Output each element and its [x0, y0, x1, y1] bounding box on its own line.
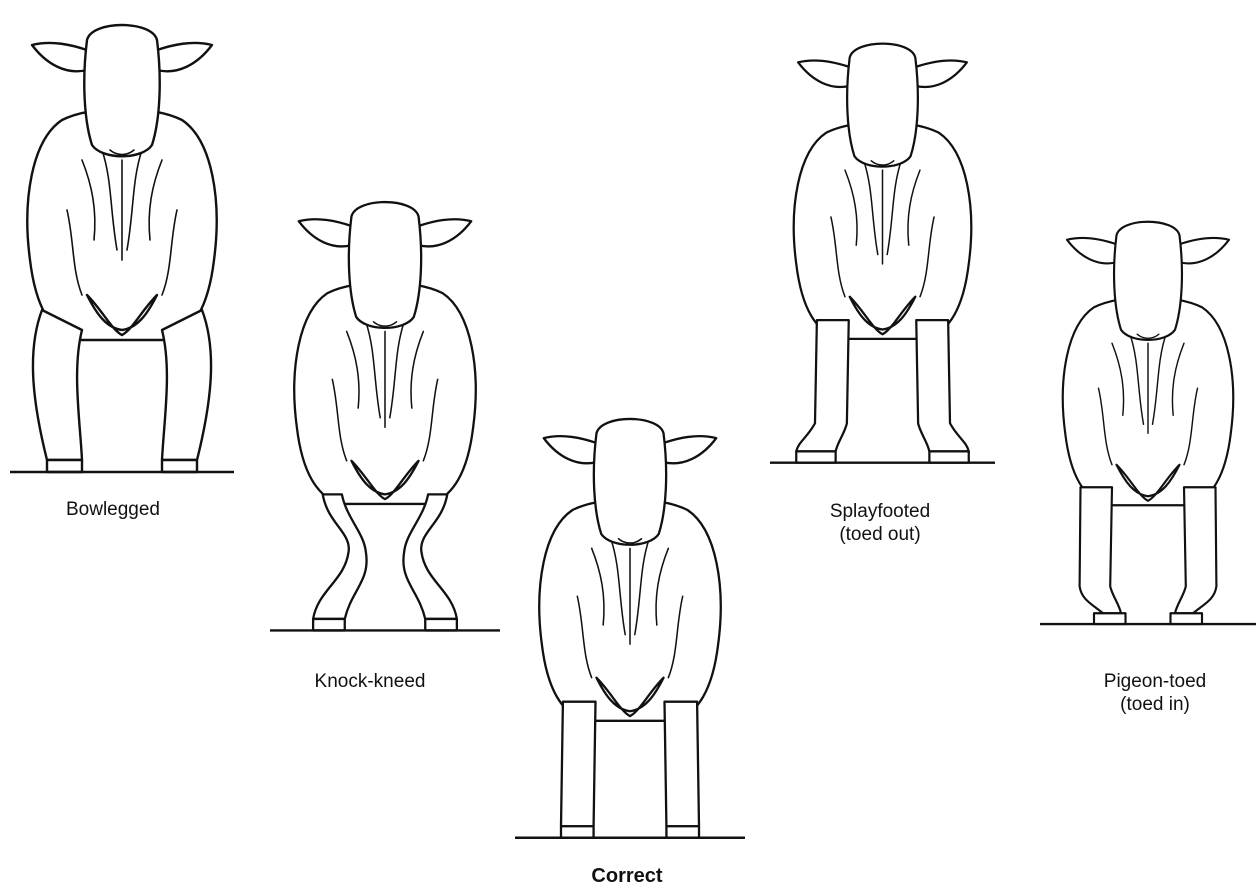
caption-splayfooted: Splayfooted: [800, 500, 960, 523]
lamb-bowlegged-illustration: [2, 10, 242, 480]
lamb-knock-kneed-illustration: [270, 178, 500, 643]
caption-pigeon-toed-note: (toed in): [1075, 693, 1235, 716]
caption-pigeon-toed: Pigeon-toed: [1075, 670, 1235, 693]
lamb-splayfooted-illustration: [770, 15, 995, 480]
caption-knock-kneed: Knock-kneed: [295, 670, 445, 693]
caption-splayfooted-note: (toed out): [800, 523, 960, 546]
caption-correct: Correct: [552, 865, 702, 888]
lamb-pigeon-toed-illustration: [1040, 185, 1256, 650]
lamb-correct-illustration: [515, 395, 745, 855]
caption-bowlegged: Bowlegged: [38, 498, 188, 521]
